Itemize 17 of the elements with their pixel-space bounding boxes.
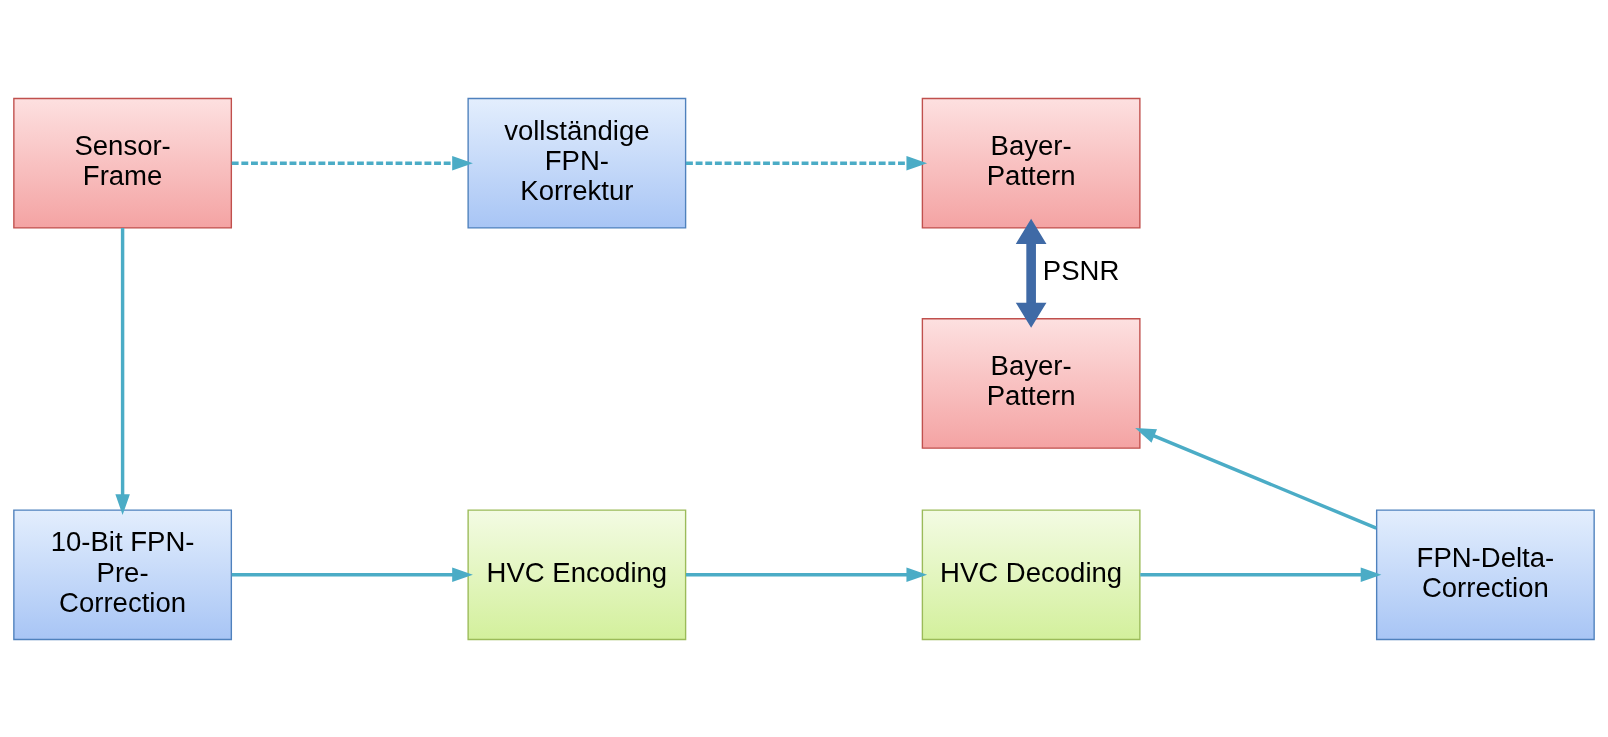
node-box: HVC Encoding [467,508,687,640]
arrow [686,155,928,170]
node-box: Sensor- Frame [13,97,233,229]
node-box: 10-Bit FPN- Pre- Correction [13,508,233,640]
node-box: Bayer- Pattern [921,97,1141,229]
arrow [115,227,130,515]
arrow [1135,427,1377,530]
arrow [686,567,928,582]
node-box: vollständige FPN- Korrektur [467,97,687,229]
arrow [231,567,473,582]
node-box: HVC Decoding [921,508,1141,640]
arrow [1015,218,1047,328]
edge-label: PSNR [1042,254,1120,286]
arrow [231,155,473,170]
node-box: FPN-Delta- Correction [1375,508,1595,640]
arrow [1140,567,1382,582]
node-box: Bayer- Pattern [921,317,1141,449]
